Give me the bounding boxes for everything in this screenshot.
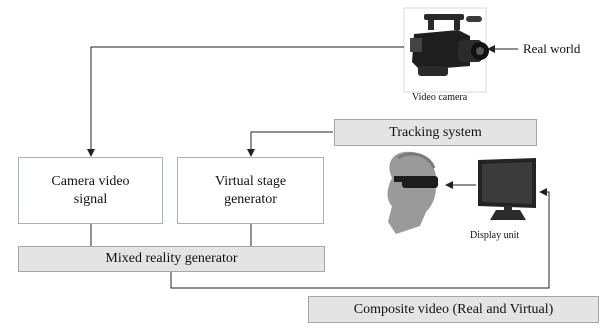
mixed-reality-generator-box: Mixed reality generator xyxy=(18,246,325,272)
arrow-camera-to-signal xyxy=(87,46,404,157)
camera-video-signal-box: Camera video signal xyxy=(18,157,163,224)
display-unit-caption: Display unit xyxy=(470,230,520,241)
connector-lines xyxy=(87,45,550,289)
tracking-system-box: Tracking system xyxy=(334,119,537,146)
real-world-label: Real world xyxy=(523,41,581,56)
arrow-tracking-to-stage xyxy=(247,131,333,157)
virtual-stage-generator-box: Virtual stage generator xyxy=(177,157,324,224)
video-camera-icon xyxy=(403,7,489,93)
head-with-display-icon xyxy=(387,151,438,234)
arrow-mixer-to-display xyxy=(170,188,550,289)
video-camera-caption: Video camera xyxy=(412,92,468,103)
display-monitor-icon xyxy=(478,158,536,220)
composite-video-box: Composite video (Real and Virtual) xyxy=(308,296,599,323)
